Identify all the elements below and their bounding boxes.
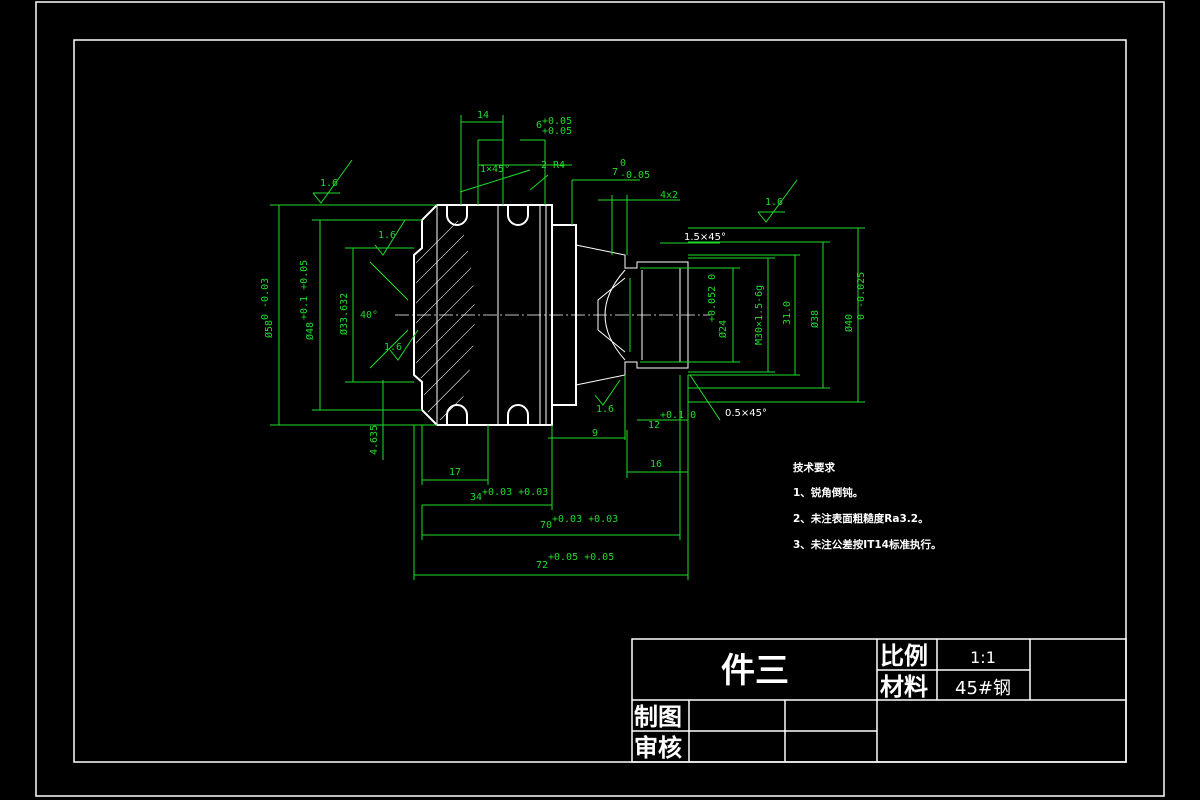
drawn-label: 制图 [634, 703, 682, 731]
dim-14: 14 [477, 110, 489, 121]
dim-angle40: 40° [360, 310, 378, 321]
sheet-inner-border [73, 39, 1127, 763]
tech-item-3: 3、未注公差按IT14标准执行。 [793, 538, 942, 551]
scale-label: 比例 [880, 642, 928, 670]
material-label: 材料 [880, 673, 928, 701]
tech-item-1: 1、锐角倒钝。 [793, 486, 863, 499]
svg-text:0: 0 [620, 158, 626, 169]
tech-requirements: 技术要求 1、锐角倒钝。 2、未注表面粗糙度Ra3.2。 3、未注公差按IT14… [793, 461, 942, 551]
dim-12: 12 [648, 420, 660, 431]
dim-d48: Ø48 [304, 322, 316, 340]
dim-72: 72 [536, 560, 548, 571]
svg-text:+0.05: +0.05 [542, 116, 572, 127]
dim-chamfer-1: 1×45° [480, 164, 510, 175]
dim-34: 34 [470, 492, 482, 503]
dim-d40: Ø40 [843, 314, 855, 332]
svg-text:+0.1 +0.05: +0.1 +0.05 [299, 260, 310, 320]
title-block: 件三 比例 1:1 材料 45#钢 制图 审核 [631, 638, 1127, 763]
svg-text:-0.05: -0.05 [620, 170, 650, 181]
dim-d33: Ø33.632 [338, 293, 350, 335]
part-outline [395, 204, 710, 426]
rough-label-5: 1.6 [596, 404, 614, 415]
svg-text:+0.052 0: +0.052 0 [707, 274, 718, 322]
dim-r4: 2-R4 [541, 160, 565, 171]
svg-text:+0.03 +0.03: +0.03 +0.03 [482, 487, 548, 498]
dim-d24: Ø24 [717, 320, 729, 338]
svg-text:+0.03 +0.03: +0.03 +0.03 [552, 514, 618, 525]
dim-m30: M30×1.5-6g [754, 285, 765, 345]
dim-4635: 4.635 [369, 425, 380, 455]
svg-text:0 -0.03: 0 -0.03 [260, 278, 271, 320]
dim-chamfer-15: 1.5×45° [684, 232, 726, 243]
dim-17: 17 [449, 467, 461, 478]
svg-text:+0.05: +0.05 [542, 126, 572, 137]
svg-text:+0.1 0: +0.1 0 [660, 410, 696, 421]
svg-text:+0.05 +0.05: +0.05 +0.05 [548, 552, 614, 563]
dim-4x2: 4x2 [660, 190, 678, 201]
rough-label-4: 1.6 [384, 342, 402, 353]
check-label: 审核 [634, 734, 682, 762]
tech-item-2: 2、未注表面粗糙度Ra3.2。 [793, 512, 929, 525]
dimension-lines [270, 115, 865, 580]
roughness-symbols [312, 159, 798, 406]
dim-70: 70 [540, 520, 552, 531]
rough-label-3: 1.6 [378, 230, 396, 241]
dim-7: 7 [612, 167, 618, 178]
dim-9: 9 [592, 428, 598, 439]
dim-d38: Ø38 [809, 310, 821, 328]
svg-text:0 -0.025: 0 -0.025 [856, 272, 867, 320]
dimension-texts: 14 6 +0.05 +0.05 2-R4 7 0 -0.05 1×45° 4x… [260, 110, 867, 571]
material-value: 45#钢 [955, 678, 1011, 699]
sheet-outer-border [35, 1, 1165, 797]
scale-value: 1:1 [970, 648, 996, 667]
dim-d58: Ø58 [263, 320, 275, 338]
part-name: 件三 [721, 651, 789, 691]
rough-label-1: 1.6 [320, 178, 338, 189]
dim-chamfer-05: 0.5×45° [725, 408, 767, 419]
dim-d31: 31.0 [782, 301, 793, 325]
rough-label-2: 1.6 [765, 197, 783, 208]
dim-6: 6 [536, 120, 542, 131]
dim-16: 16 [650, 459, 662, 470]
tech-heading: 技术要求 [793, 461, 835, 474]
